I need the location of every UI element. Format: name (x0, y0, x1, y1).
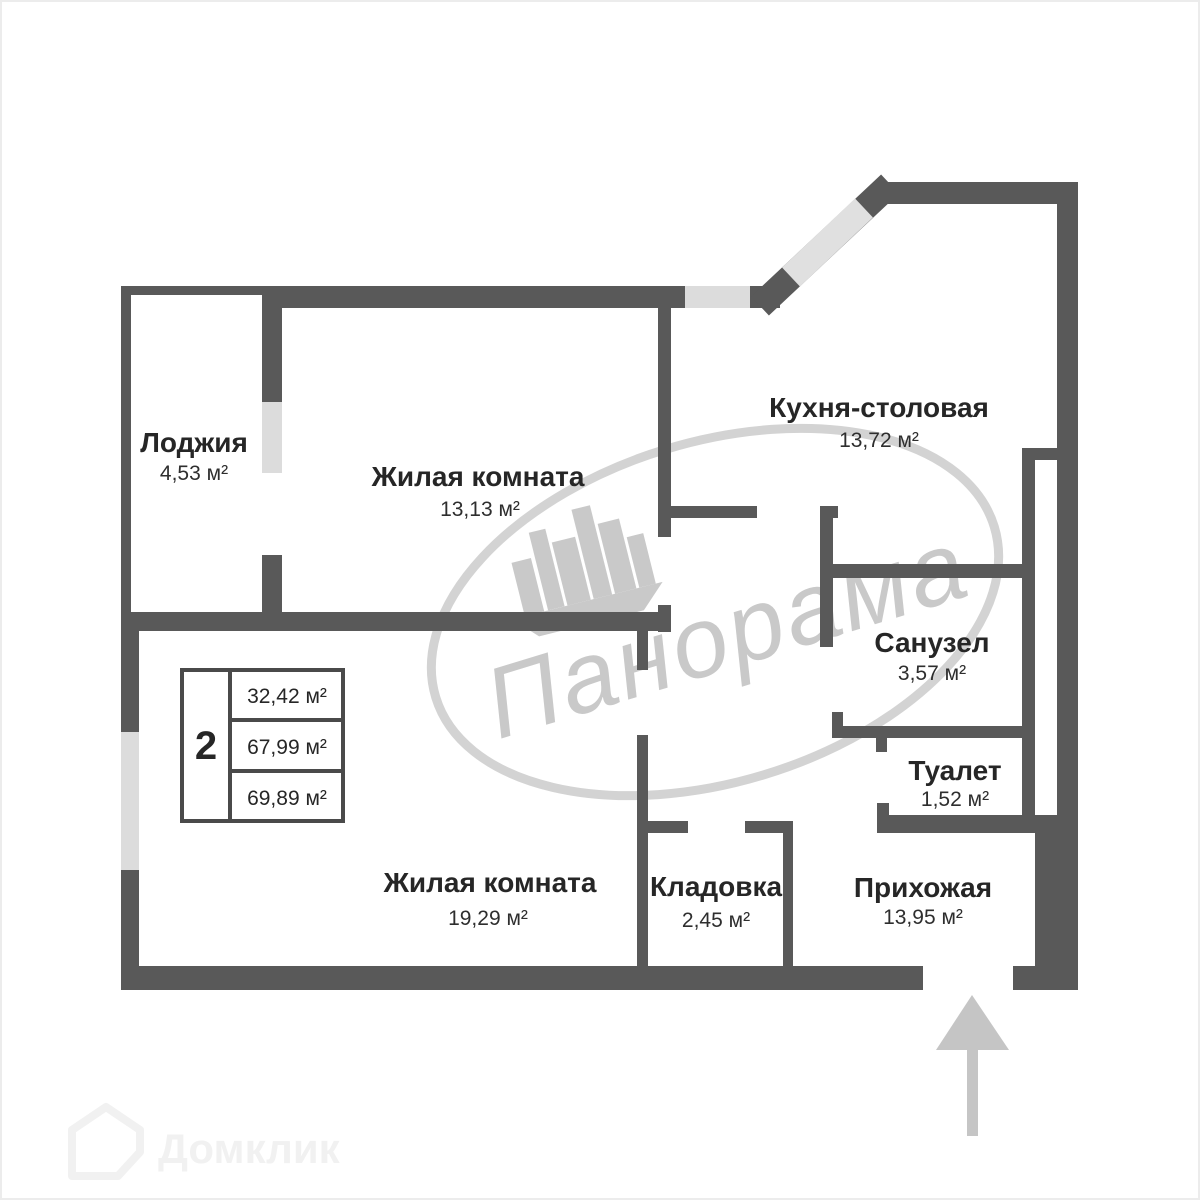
room-area: 2,45 м² (682, 909, 750, 932)
legend-area-living: 32,42 м² (247, 685, 327, 708)
windows (121, 198, 873, 870)
wall-divider-stub-up (832, 712, 843, 726)
wall-top-right (873, 182, 1078, 204)
room-name: Жилая комната (371, 461, 585, 492)
room-area: 13,13 м² (440, 498, 520, 521)
wall-toilet-door-jamb-top (876, 738, 887, 752)
wall-shaft-top-cap (1022, 448, 1062, 460)
wall-bathroom-toilet-divider (832, 726, 1022, 738)
room-name: Кладовка (650, 871, 783, 902)
watermark-domclick: Домклик (68, 1103, 341, 1180)
wall-loggia-left (121, 286, 131, 617)
legend-rooms-count: 2 (195, 724, 217, 768)
walls (121, 174, 1078, 990)
wall-storage-top-left (648, 821, 688, 833)
wall-right-lower-column (1035, 823, 1078, 990)
legend-area-apartment: 67,99 м² (247, 736, 327, 759)
wall-storage-left (637, 735, 648, 966)
room-name: Туалет (908, 755, 1001, 786)
room-area: 13,95 м² (883, 906, 963, 929)
wall-toilet-door-jamb-bottom (877, 803, 889, 815)
window-loggia (262, 402, 282, 473)
legend-outer-border (180, 668, 345, 823)
wall-bathroom-top (833, 564, 1022, 578)
room-labels: Лоджия 4,53 м² Жилая комната 13,13 м² Ку… (140, 392, 1001, 932)
room-label-kitchen: Кухня-столовая 13,72 м² (769, 392, 989, 452)
wall-toilet-bottom (877, 815, 1057, 833)
wall-right-outer (1057, 182, 1078, 823)
wall-living1-right-stub (658, 605, 671, 632)
window-top (685, 286, 750, 308)
window-left (121, 732, 139, 870)
wall-shaft-left (1022, 448, 1035, 823)
room-area: 13,72 м² (839, 429, 919, 452)
entrance-arrow-icon (936, 995, 1009, 1136)
wall-loggia-right-upper (262, 294, 282, 402)
room-area: 19,29 м² (448, 907, 528, 930)
legend-area-total: 69,89 м² (247, 787, 327, 810)
room-label-storage: Кладовка 2,45 м² (650, 871, 783, 932)
wall-storage-top-right (745, 821, 793, 833)
domclick-brand-text: Домклик (158, 1125, 341, 1172)
wall-room-separator (121, 612, 670, 631)
room-label-living1: Жилая комната 13,13 м² (371, 461, 585, 521)
wall-top-main (262, 286, 685, 308)
wall-hall-right-cap (820, 506, 838, 518)
room-area: 3,57 м² (898, 662, 966, 685)
room-label-hallway: Прихожая 13,95 м² (854, 872, 992, 929)
room-label-living2: Жилая комната 19,29 м² (383, 867, 597, 930)
room-name: Прихожая (854, 872, 992, 903)
wall-storage-right (783, 821, 793, 966)
domclick-house-icon (68, 1103, 144, 1180)
room-area: 1,52 м² (921, 788, 989, 811)
room-label-toilet: Туалет 1,52 м² (908, 755, 1001, 811)
legend-table: 2 32,42 м² 67,99 м² 69,89 м² (180, 668, 345, 823)
wall-hall-right (820, 506, 833, 647)
room-name: Жилая комната (383, 867, 597, 898)
room-name: Кухня-столовая (769, 392, 989, 423)
wall-loggia-top (121, 286, 282, 295)
room-area: 4,53 м² (160, 462, 228, 485)
room-label-loggia: Лоджия 4,53 м² (140, 427, 248, 485)
wall-kitchen-bottom (670, 506, 757, 518)
room-name: Лоджия (140, 427, 248, 458)
wall-storage-left-stub (637, 631, 648, 670)
wall-loggia-right-lower (262, 555, 282, 630)
window-diagonal (782, 198, 873, 287)
room-label-bathroom: Санузел 3,57 м² (874, 627, 989, 685)
room-name: Санузел (874, 627, 989, 658)
wall-bottom (121, 966, 923, 990)
wall-living1-right (658, 308, 671, 537)
wall-bottom-right-pier (1013, 966, 1078, 990)
